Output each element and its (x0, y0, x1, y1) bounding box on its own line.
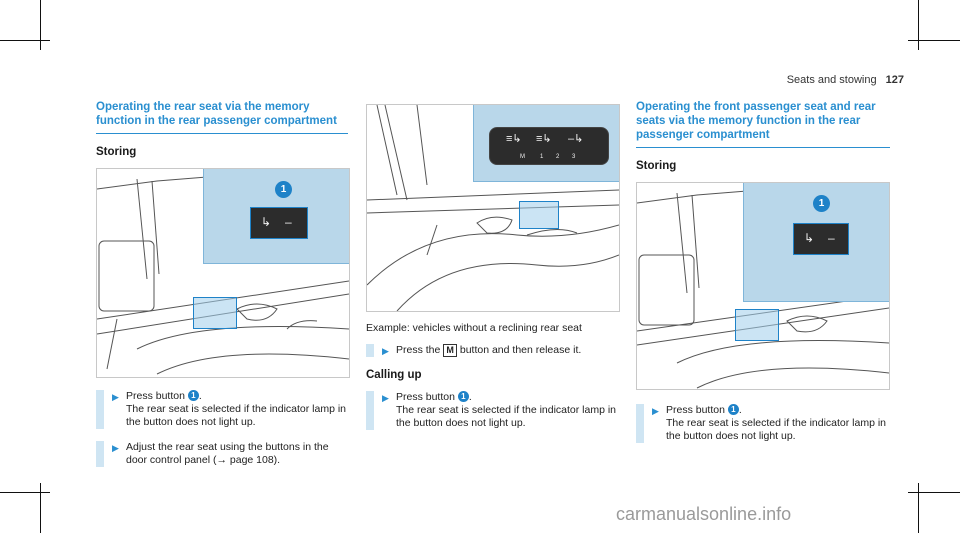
figure-caption: Example: vehicles without a reclining re… (366, 322, 582, 334)
button-highlight (735, 309, 779, 341)
seat-memory-3-icon: –↳ (568, 133, 584, 145)
watermark: carmanualsonline.info (616, 504, 792, 524)
crop-mark (0, 492, 50, 493)
step-adjust-seat: ▶ Adjust the rear seat using the buttons… (96, 441, 348, 467)
door-illustration: 1 ↳ – (96, 168, 350, 378)
seat-adjust-icon: ↳ (804, 231, 815, 245)
door-illustration: ≡↳ ≡↳ –↳ M 1 2 3 (366, 104, 620, 312)
button-highlight (193, 297, 237, 329)
step-text: Press button 1. The rear seat is selecte… (666, 404, 890, 443)
position-label-1: 1 (540, 154, 544, 160)
crop-mark (40, 483, 41, 533)
step-bar (96, 390, 104, 429)
page-number: 127 (885, 74, 904, 86)
minus-icon: – (285, 215, 292, 229)
callout-1: 1 (813, 195, 830, 212)
seat-memory-1-icon: ≡↳ (506, 133, 522, 145)
button-highlight (519, 201, 559, 229)
callout-1: 1 (275, 181, 292, 198)
position-label-3: 3 (572, 154, 576, 160)
memory-label: M (520, 154, 525, 160)
crop-mark (40, 0, 41, 50)
step-press-button: ▶ Press button 1. The rear seat is selec… (96, 390, 348, 429)
step-text-part: . (198, 390, 202, 402)
right-column: Operating the front passenger seat and r… (636, 100, 890, 455)
crop-mark (908, 40, 960, 41)
subheading-storing: Storing (96, 146, 137, 158)
step-text: Press button 1. The rear seat is selecte… (126, 390, 348, 429)
memory-key-icon: M (443, 344, 457, 357)
minus-icon: – (828, 231, 835, 245)
door-illustration: 1 ↳ – (636, 182, 890, 390)
seat-memory-2-icon: ≡↳ (536, 133, 552, 145)
step-text-part: button and then release it. (459, 344, 582, 356)
step-arrow-icon: ▶ (382, 393, 389, 403)
step-bar (366, 344, 374, 357)
subheading-calling-up: Calling up (366, 369, 422, 381)
crop-mark (0, 40, 50, 41)
step-text-part: Press button (396, 391, 458, 403)
step-text-detail: The rear seat is selected if the indicat… (396, 404, 617, 429)
step-text-part: Press the (396, 344, 441, 356)
step-text: Press button 1. The rear seat is selecte… (396, 391, 620, 430)
section-heading: Operating the rear seat via the memory f… (96, 100, 348, 134)
memory-button-panel: ≡↳ ≡↳ –↳ M 1 2 3 (489, 127, 609, 165)
crop-mark (918, 483, 919, 533)
step-arrow-icon: ▶ (112, 443, 119, 453)
page-header: Seats and stowing 127 (787, 74, 904, 86)
step-text: Adjust the rear seat using the buttons i… (126, 441, 329, 466)
crop-mark (918, 0, 919, 50)
subheading-storing: Storing (636, 160, 677, 172)
step-bar (96, 441, 104, 467)
step-press-button: ▶ Press button 1. The rear seat is selec… (366, 391, 620, 430)
left-column: Operating the rear seat via the memory f… (96, 100, 350, 479)
step-bar (636, 404, 644, 443)
callout-number: 1 (457, 391, 469, 402)
step-text-part: Press button (126, 390, 188, 402)
memory-button-panel: ↳ – (793, 223, 849, 255)
step-text-detail: The rear seat is selected if the indicat… (126, 403, 347, 428)
step-text-part: Press button (666, 404, 728, 416)
step-arrow-icon: ▶ (652, 406, 659, 416)
section-title: Seats and stowing (786, 74, 877, 86)
door-line-drawing (97, 176, 349, 375)
section-heading: Operating the front passenger seat and r… (636, 100, 890, 148)
step-text-detail: The rear seat is selected if the indicat… (666, 417, 887, 442)
step-text-part: . (468, 391, 472, 403)
step-arrow-icon: ▶ (382, 346, 389, 356)
memory-button-panel: ↳ – (250, 207, 308, 239)
callout-number: 1 (187, 390, 199, 401)
step-text-part: . (738, 404, 742, 416)
middle-column: ≡↳ ≡↳ –↳ M 1 2 3 Example: vehicles witho… (366, 104, 620, 442)
seat-adjust-icon: ↳ (261, 215, 272, 229)
crop-mark (908, 492, 960, 493)
step-bar (366, 391, 374, 430)
callout-number: 1 (727, 404, 739, 415)
door-line-drawing (367, 105, 619, 311)
position-label-2: 2 (556, 154, 560, 160)
step-arrow-icon: ▶ (112, 392, 119, 402)
step-press-button: ▶ Press button 1. The rear seat is selec… (636, 404, 890, 443)
